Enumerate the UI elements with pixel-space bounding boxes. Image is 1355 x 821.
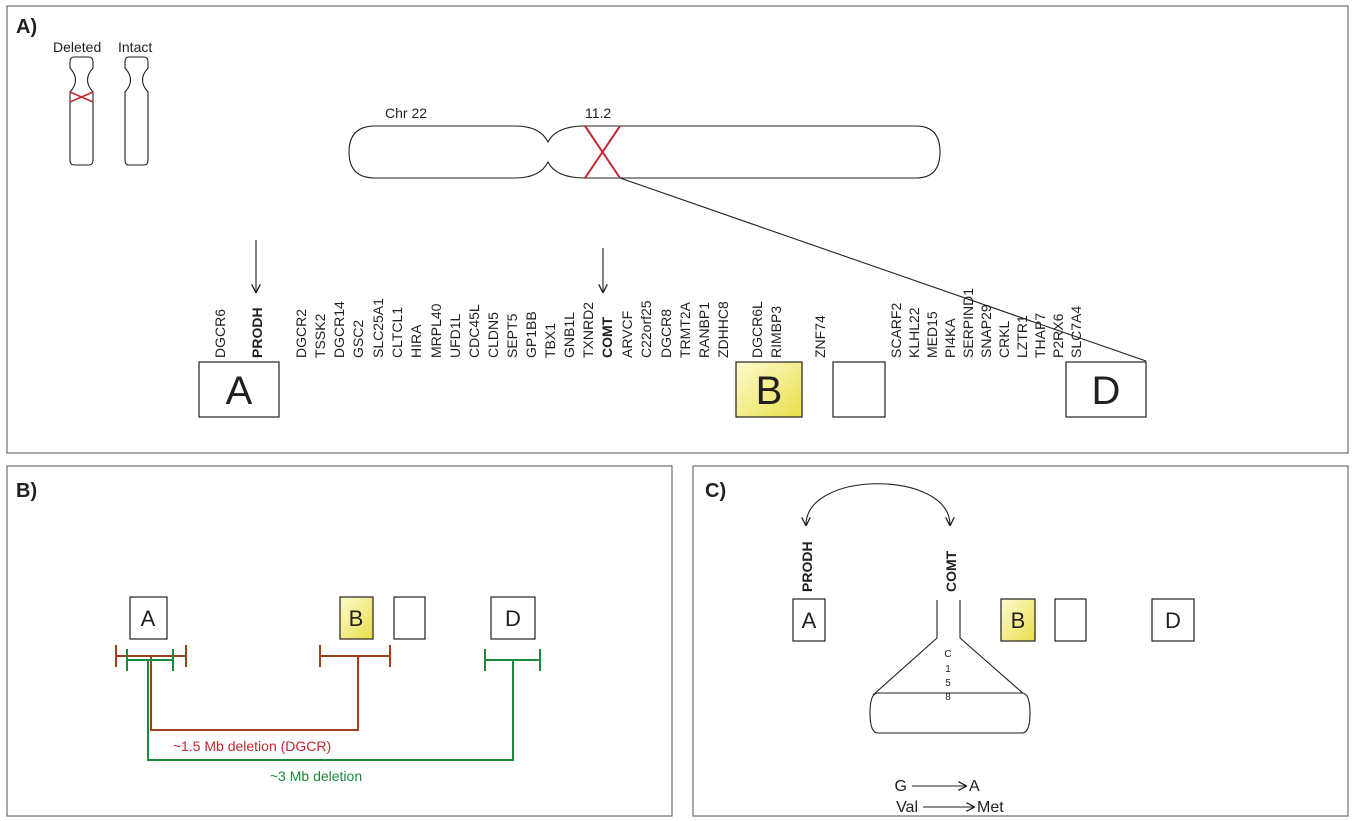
gene-label: HIRA [408,324,424,358]
gene-label: ZDHHC8 [715,301,731,358]
allele-a: A [969,778,980,795]
gene-label-comt: COMT [599,316,615,358]
gene-label: TBX1 [542,323,558,358]
gene-label: CDC45L [466,304,482,358]
gene-label: GP1BB [523,311,539,358]
gene-label: RIMBP3 [768,306,784,358]
region-box-d [1065,361,1147,418]
panel-c-box-a-label: A [802,608,817,633]
panel-c-label: C) [705,480,726,502]
panel-b [6,465,673,817]
gene-label: UFD1L [447,313,463,358]
region-box-d-label: D [1092,369,1121,413]
gene-label: C22orf25 [638,300,654,358]
deleted-chromosome [69,56,94,166]
gene-label: MRPL40 [428,303,444,358]
comt-gene-body [869,692,1031,734]
gene-label: CRKL [996,320,1012,358]
gene-label: TXNRD2 [580,302,596,358]
comt-zoom-funnel [869,600,1031,734]
deletion-15mb-bracket [115,645,391,731]
snp-char-1: 1 [945,664,951,675]
gene-label: THAP7 [1032,313,1048,358]
gene-label: DGCR14 [331,301,347,358]
panel-a-label: A) [16,16,37,38]
gene-label: RANBP1 [696,302,712,358]
gene-label: SLC7A4 [1068,306,1084,358]
gene-label: TSSK2 [312,313,328,358]
gene-label: SERPIND1 [960,288,976,358]
region-box-b-label: B [756,369,783,413]
amino-met: Met [977,799,1004,816]
region-box-c [832,361,886,418]
gene-label: KLHL22 [906,307,922,358]
region-box-b [735,361,803,418]
panel-b-box-b [339,596,374,640]
gene-label: SCARF2 [888,303,904,358]
gene-label: ZNF74 [812,315,828,358]
panel-c-box-b [1000,598,1036,642]
gene-label: DGCR2 [293,309,309,358]
panel-b-label: B) [16,480,37,502]
gene-label: TRMT2A [677,301,693,358]
gene-label: DGCR6 [212,309,228,358]
snp-char-c: C [944,649,951,660]
allele-g: G [895,778,907,795]
gene-label: CLTCL1 [389,307,405,358]
chromosome-22 [348,125,941,179]
gene-label: GNB1L [561,312,577,358]
gene-label: MED15 [924,311,940,358]
snp-char-8: 8 [945,692,951,703]
deleted-label: Deleted [53,39,101,55]
gene-label: P2RX6 [1050,313,1066,358]
region-box-a [198,361,280,418]
panel-b-box-a [129,596,168,640]
comt-label: COMT [943,550,959,592]
intact-chromosome [124,56,149,166]
panel-b-box-d [490,596,536,640]
zoom-line [619,177,1147,362]
intact-label: Intact [118,39,152,55]
panel-c-box-d-label: D [1165,608,1181,633]
gene-label: DGCR8 [658,309,674,358]
gene-label: ARVCF [619,311,635,358]
gene-labels: DGCR6 PRODH DGCR2 TSSK2 DGCR14 GSC2 SLC2… [212,288,1084,358]
chr22-label: Chr 22 [385,105,427,121]
panel-b-box-c [393,596,426,640]
gene-label: DGCR6L [749,301,765,358]
gene-label: GSC2 [350,320,366,358]
prodh-label: PRODH [799,541,815,592]
gene-label-prodh: PRODH [249,307,265,358]
gene-label: PI4KA [942,318,958,358]
gene-label: CLDN5 [485,312,501,358]
deletion-15mb-label: ~1.5 Mb deletion (DGCR) [173,738,331,754]
gene-label: SNAP29 [978,304,994,358]
panel-c-box-a [792,598,826,642]
panel-b-box-a-label: A [141,606,156,631]
panel-c-box-c [1054,598,1087,642]
interaction-arrow [806,483,950,525]
panel-b-box-b-label: B [349,606,364,631]
amino-val: Val [896,799,918,816]
band-label: 11.2 [585,105,611,121]
deletion-3mb-bracket [126,649,541,761]
gene-label: SLC25A1 [370,298,386,358]
snp-char-5: 5 [945,678,951,689]
panel-c-box-b-label: B [1011,608,1026,633]
gene-label: SEPT5 [504,313,520,358]
gene-label: LZTR1 [1014,315,1030,358]
panel-b-box-d-label: D [505,606,521,631]
region-box-a-label: A [226,369,253,413]
deletion-3mb-label: ~3 Mb deletion [270,768,362,784]
panel-c-box-d [1151,598,1195,642]
